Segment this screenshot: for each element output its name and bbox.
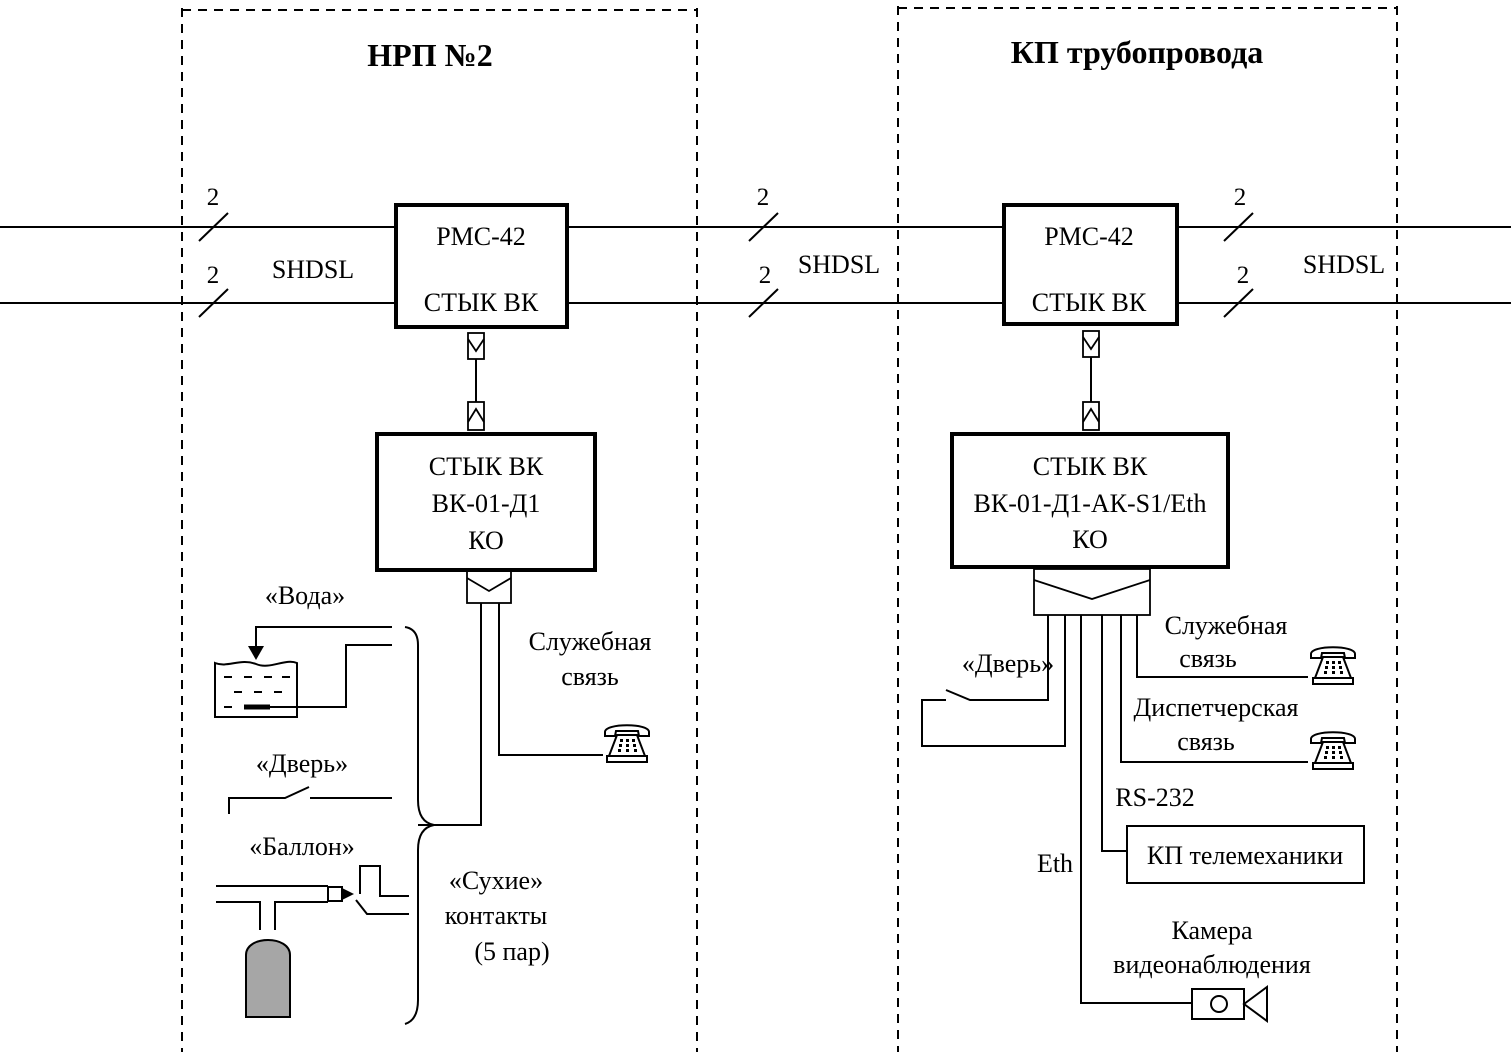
connector-icon [1082,401,1100,431]
dry-contacts-label: контакты [445,901,548,930]
telephone-icon [1310,731,1356,770]
switch-contact-icon [228,786,392,814]
vk-title: СТЫК ВК [1033,452,1148,481]
telephone-icon [1310,646,1356,685]
door-label: «Дверь» [256,749,348,778]
shdsl-label: SHDSL [272,255,354,284]
service-line-label: Служебная [529,627,652,656]
cylinder-label: «Баллон» [249,832,355,861]
rms42-box-right [1002,203,1179,326]
vk-model: ВК-01-Д1 [432,489,541,518]
video-camera-icon [1191,985,1268,1023]
pair-count-label: 2 [757,184,770,211]
pair-count-label: 2 [207,262,220,289]
camera-label: Камера [1171,916,1253,945]
connector-icon [467,332,485,360]
water-tank-icon [214,626,392,718]
zone-title-left: НРП №2 [367,37,492,73]
water-label: «Вода» [265,581,345,610]
pair-count-label: 2 [1234,184,1247,211]
connector-icon [466,570,512,604]
rms42-box-left [394,203,569,329]
vk-title: СТЫК ВК [429,452,544,481]
dry-contacts-label: (5 пар) [474,937,549,966]
pair-count-label: 2 [1237,262,1250,289]
gas-cylinder-icon [216,865,409,1018]
connector-icon [1082,330,1100,358]
service-line-label: связь [1179,644,1237,673]
vk-box-right [950,432,1230,569]
zone-title-right: КП трубопровода [1011,34,1264,70]
eth-label: Eth [1037,849,1073,878]
vk-ko: КО [1072,525,1107,554]
rms42-subtitle: СТЫК ВК [1032,288,1147,317]
shdsl-lines [0,212,1511,318]
pair-count-label: 2 [207,184,220,211]
connector-icon [1033,568,1151,616]
rms42-subtitle: СТЫК ВК [424,288,539,317]
vk-ko: КО [468,526,503,555]
rms42-label: РМС-42 [436,222,526,251]
camera-label: видеонаблюдения [1113,950,1311,979]
zone-nrp2 [181,8,698,1052]
zone-kp-pipeline [897,6,1398,1052]
telephone-icon [604,724,650,763]
door-label: «Дверь» [962,649,1054,678]
telemechanics-box [1126,825,1365,884]
pair-count-label: 2 [759,262,772,289]
rs232-label: RS-232 [1115,783,1194,812]
service-line-label: связь [561,662,619,691]
dispatch-line-label: связь [1177,727,1235,756]
dispatch-line-label: Диспетчерская [1134,693,1299,722]
vk-box-left [375,432,597,572]
vk-model: ВК-01-Д1-АК-S1/Eth [974,489,1207,518]
connector-icon [467,401,485,431]
telemechanics-label: КП телемеханики [1147,841,1343,870]
rms42-label: РМС-42 [1044,222,1134,251]
shdsl-label: SHDSL [798,250,880,279]
shdsl-label: SHDSL [1303,250,1385,279]
dry-contacts-label: «Сухие» [449,866,543,895]
brace [404,626,435,1025]
service-line-label: Служебная [1165,611,1288,640]
